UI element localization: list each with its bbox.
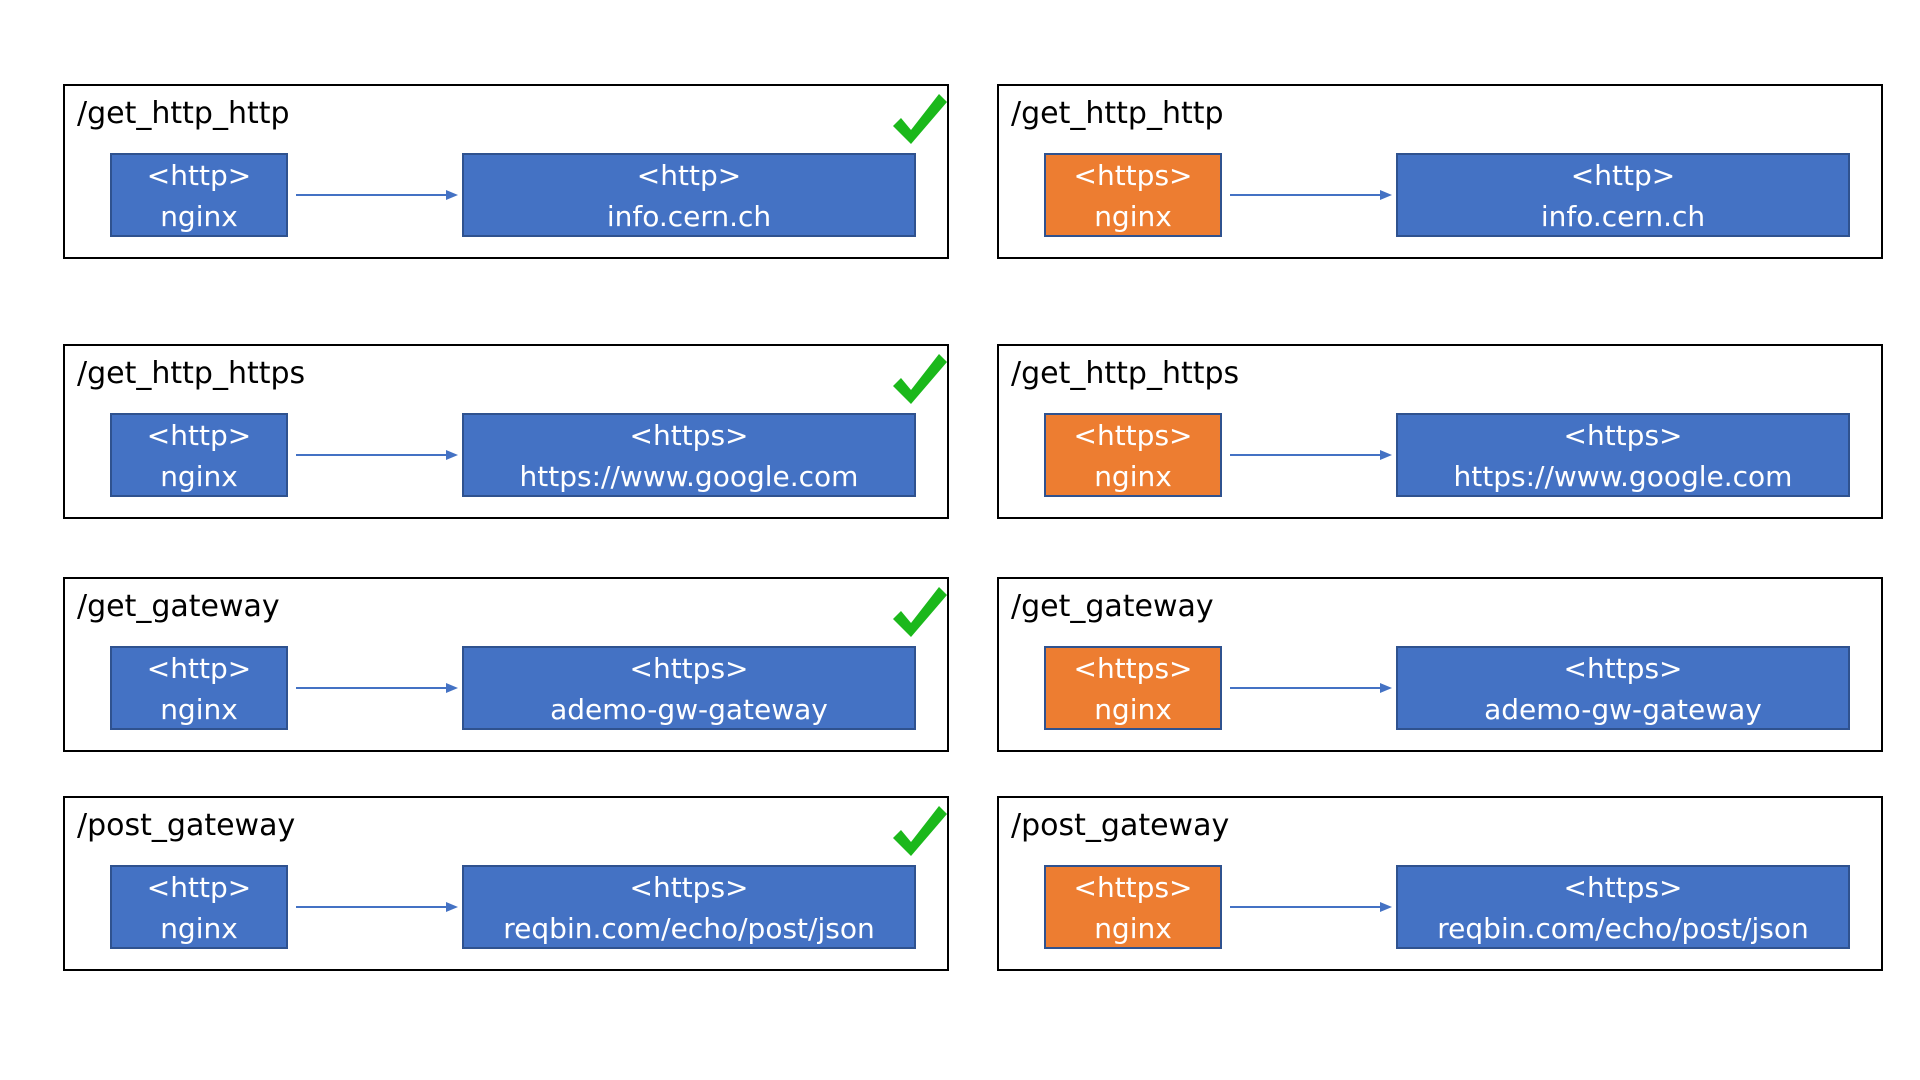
source-name: nginx [160,460,238,493]
target-name: https://www.google.com [519,460,859,493]
panel-title: /get_http_https [77,356,306,391]
target-protocol: <https> [1563,652,1683,685]
target-protocol: <https> [629,419,749,452]
target-name: https://www.google.com [1453,460,1793,493]
source-protocol: <https> [1073,419,1193,452]
source-name: nginx [160,912,238,945]
arrow-connector [1230,190,1392,200]
panel-title: /get_gateway [77,589,280,624]
source-name: nginx [1094,460,1172,493]
arrow-connector [296,450,458,460]
target-protocol: <http> [1570,159,1676,192]
source-box-nginx: <https> nginx [1044,646,1222,730]
target-name: reqbin.com/echo/post/json [503,912,875,945]
source-box-nginx: <http> nginx [110,865,288,949]
target-protocol: <https> [1563,871,1683,904]
panel-left-get-http-http: /get_http_http <http> nginx <http> info.… [63,84,949,259]
panel-right-get-gateway: /get_gateway <https> nginx <https> ademo… [997,577,1883,752]
checkmark-icon [893,587,947,637]
target-box: <https> https://www.google.com [1396,413,1850,497]
source-protocol: <https> [1073,159,1193,192]
target-name: ademo-gw-gateway [550,693,828,726]
target-protocol: <https> [1563,419,1683,452]
panel-title: /get_http_http [1011,96,1224,131]
panel-title: /post_gateway [1011,808,1230,843]
source-box-nginx: <http> nginx [110,413,288,497]
source-name: nginx [1094,200,1172,233]
panel-left-get-http-https: /get_http_https <http> nginx <https> htt… [63,344,949,519]
checkmark-icon [893,806,947,856]
source-protocol: <http> [146,871,252,904]
arrow-connector [296,902,458,912]
arrow-connector [296,190,458,200]
panel-right-get-http-https: /get_http_https <https> nginx <https> ht… [997,344,1883,519]
target-name: info.cern.ch [606,200,772,233]
source-name: nginx [160,200,238,233]
target-box: <https> ademo-gw-gateway [462,646,916,730]
panel-title: /get_http_https [1011,356,1240,391]
source-box-nginx: <http> nginx [110,153,288,237]
source-name: nginx [1094,912,1172,945]
source-name: nginx [160,693,238,726]
source-protocol: <https> [1073,652,1193,685]
arrow-connector [1230,902,1392,912]
arrow-connector [1230,683,1392,693]
arrow-connector [296,683,458,693]
panel-right-post-gateway: /post_gateway <https> nginx <https> reqb… [997,796,1883,971]
target-box: <https> https://www.google.com [462,413,916,497]
source-name: nginx [1094,693,1172,726]
target-box: <https> reqbin.com/echo/post/json [462,865,916,949]
panel-title: /post_gateway [77,808,296,843]
target-protocol: <https> [629,871,749,904]
panel-title: /get_http_http [77,96,290,131]
target-box: <http> info.cern.ch [1396,153,1850,237]
target-box: <https> reqbin.com/echo/post/json [1396,865,1850,949]
source-box-nginx: <http> nginx [110,646,288,730]
target-protocol: <https> [629,652,749,685]
panel-left-post-gateway: /post_gateway <http> nginx <https> reqbi… [63,796,949,971]
source-box-nginx: <https> nginx [1044,153,1222,237]
target-box: <https> ademo-gw-gateway [1396,646,1850,730]
checkmark-icon [893,354,947,404]
panel-right-get-http-http: /get_http_http <https> nginx <http> info… [997,84,1883,259]
arrow-connector [1230,450,1392,460]
source-protocol: <http> [146,652,252,685]
source-box-nginx: <https> nginx [1044,413,1222,497]
source-protocol: <http> [146,159,252,192]
target-protocol: <http> [636,159,742,192]
target-name: ademo-gw-gateway [1484,693,1762,726]
target-box: <http> info.cern.ch [462,153,916,237]
source-protocol: <https> [1073,871,1193,904]
panel-title: /get_gateway [1011,589,1214,624]
source-box-nginx: <https> nginx [1044,865,1222,949]
panel-left-get-gateway: /get_gateway <http> nginx <https> ademo-… [63,577,949,752]
checkmark-icon [893,94,947,144]
target-name: reqbin.com/echo/post/json [1437,912,1809,945]
target-name: info.cern.ch [1540,200,1706,233]
source-protocol: <http> [146,419,252,452]
